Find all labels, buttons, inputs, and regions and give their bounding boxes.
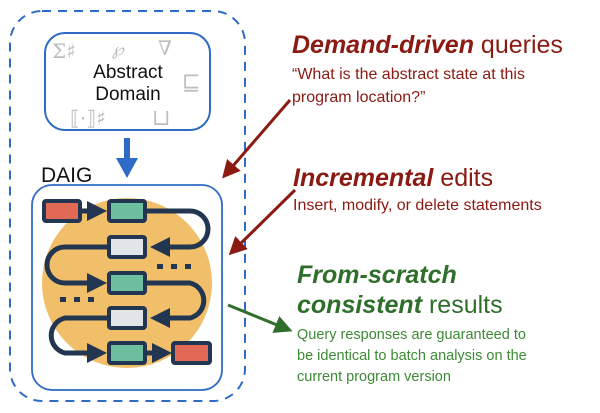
- abstract-domain-label-line2: Domain: [95, 84, 160, 105]
- abstract-domain-box: Σ♯ ℘ ∇ ⊑ ⟦·⟧♯ ⊔ Abstract Domain: [44, 32, 211, 131]
- cell-node: [107, 306, 147, 330]
- cell-node: [107, 235, 147, 259]
- cell-node: [107, 341, 147, 365]
- feature-consistent-title-line2: consistent results: [297, 291, 503, 319]
- feature-consistent-desc-line: current program version: [297, 369, 451, 385]
- semantics-brackets-symbol: ⟦·⟧♯: [70, 106, 106, 130]
- sqsubseteq-symbol: ⊑: [182, 71, 201, 96]
- feature-demand-title: Demand-driven queries: [292, 31, 563, 59]
- feature-demand-emph: Demand-driven: [292, 31, 474, 59]
- feature-consistent-desc-line: Query responses are guaranteed to: [297, 327, 526, 343]
- down-arrow-icon: [116, 138, 138, 178]
- feature-consistent-title-line1: From-scratch: [297, 261, 457, 289]
- feature-incremental-emph: Incremental: [293, 164, 434, 192]
- query-arrow: [222, 99, 292, 179]
- feature-incremental-desc: Insert, modify, or delete statements: [293, 197, 542, 214]
- feature-consistent-rest: results: [422, 291, 503, 319]
- powerset-symbol: ℘: [112, 40, 125, 60]
- daig-label: DAIG: [41, 164, 92, 187]
- join-symbol: ⊔: [152, 106, 170, 131]
- cell-node: [107, 271, 147, 295]
- widen-symbol: ∇: [158, 36, 172, 60]
- feature-consistent-emph: consistent: [297, 291, 424, 319]
- exit-node: [171, 341, 212, 365]
- feature-consistent-desc-line: be identical to batch analysis on the: [297, 348, 527, 364]
- feature-demand-desc-line: “What is the abstract state at this: [292, 66, 525, 83]
- edit-arrow: [228, 188, 297, 256]
- feature-incremental-title: Incremental edits: [293, 164, 493, 192]
- daig-box: [31, 184, 223, 391]
- feature-demand-rest: queries: [474, 31, 563, 59]
- cell-node: [107, 199, 147, 223]
- sigma-sharp-symbol: Σ♯: [52, 39, 76, 63]
- abstract-domain-label-line1: Abstract: [93, 62, 163, 83]
- feature-demand-desc-line: program location?”: [292, 89, 425, 106]
- analyzer-container: [9, 10, 246, 402]
- entry-node: [42, 199, 82, 223]
- result-arrow: [227, 303, 293, 333]
- feature-incremental-rest: edits: [433, 164, 493, 192]
